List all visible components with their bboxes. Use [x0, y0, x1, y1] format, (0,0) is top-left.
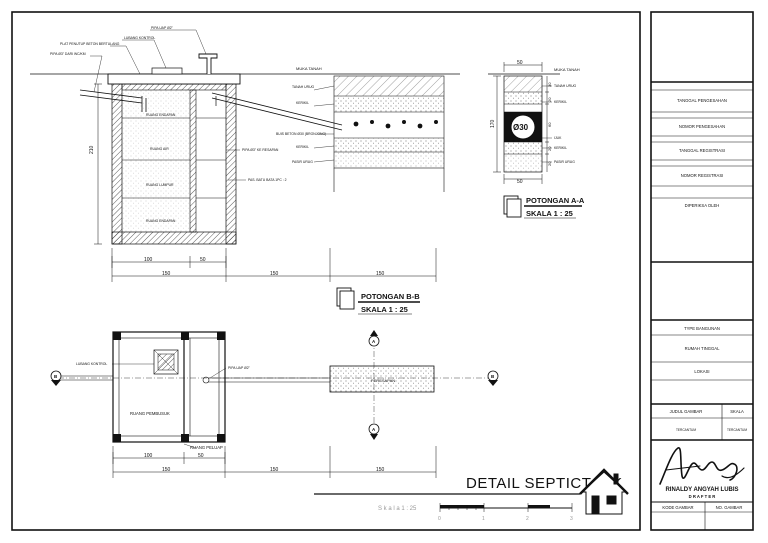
label-vent-pipe: PIPA UAP Ø2" — [151, 26, 174, 30]
drawing-title: DETAIL SEPTICTANK — [466, 475, 623, 492]
tb-tanggal-registrasi: TANGGAL REGISTRASI — [679, 148, 725, 153]
label-ground: MUKA TANAH — [296, 66, 322, 71]
label-outlet-pipe: PIPA Ø3" KE RESAPAN — [242, 148, 279, 152]
outer-border — [11, 11, 641, 531]
label-room-bottom: RUANG ENDAPAN — [146, 219, 176, 223]
label-aa-ground: MUKA TANAH — [554, 67, 580, 72]
dim-depth: 210 — [89, 145, 95, 154]
label-control-hole: LUBANG KONTROL — [124, 36, 155, 40]
tb-kode-gambar: KODE GAMBAR — [662, 505, 693, 510]
label-plan-control-hole: LUBANG KONTROL — [76, 362, 107, 366]
dim-aa-height: 170 — [490, 119, 496, 128]
label-plan-vent-pipe: PIPA UAP Ø2" — [228, 366, 251, 370]
label-gravel: KERIKIL — [296, 101, 309, 105]
dim-aa-top: 50 — [517, 60, 523, 66]
label-aa-topsoil: TANAH URUG — [554, 84, 577, 88]
dim-aa-layer-3: 60 — [547, 122, 552, 127]
label-aa-pipe: Ø30 — [513, 123, 529, 132]
section-aa — [488, 62, 582, 219]
label-topsoil: TANAH URUG — [292, 85, 315, 89]
scale-tick-2: 2 — [526, 516, 529, 522]
tb-drafter-role: D R A F T E R — [689, 494, 716, 499]
signature-icon — [659, 447, 745, 485]
dim-outer-3: 150 — [376, 271, 385, 277]
marker-b-left: B — [54, 374, 58, 379]
section-bb-labels: PIPA UAP Ø2" LUBANG KONTROL PLAT PENUTUP… — [50, 26, 420, 314]
scale-section-bb: SKALA 1 : 25 — [361, 305, 408, 314]
scale-tick-3: 3 — [570, 516, 573, 522]
tb-tanggal-pengesahan: TANGGAL PENGESAHAN — [677, 98, 727, 103]
title-block-text: TANGGAL PENGESAHAN NOMOR PENGESAHAN TANG… — [662, 98, 747, 510]
tb-nomor-registrasi: NOMOR REGISTRASI — [681, 173, 724, 178]
tb-type-value: RUMAH TINGGAL — [685, 346, 720, 351]
scale-tick-0: 0 — [438, 516, 441, 522]
label-sand: PASIR URUG — [292, 160, 313, 164]
label-plan-room-main: RUANG PEMBUSUK — [130, 411, 170, 416]
tb-diperiksa: DIPERIKSA OLEH — [685, 203, 720, 208]
dim-plan-outer-2: 150 — [270, 467, 279, 473]
dim-outer-1: 150 — [162, 271, 171, 277]
label-bronjong: BUIS BETON Ø30 (BRONJONG) — [276, 132, 326, 136]
house-icon — [579, 468, 629, 515]
label-aa-fiber: IJUK — [554, 136, 562, 140]
label-room-settle: RUANG ENDAPAN — [146, 113, 176, 117]
dim-aa-layer-5: 20 — [547, 161, 552, 166]
title-section-aa: POTONGAN A-A — [526, 196, 585, 205]
dim-plan-outer-3: 150 — [376, 467, 385, 473]
section-bb — [30, 29, 460, 315]
dim-plan-inner-1: 100 — [144, 453, 153, 459]
marker-b-right: B — [491, 374, 495, 379]
marker-a-top: A — [372, 339, 376, 344]
scale-tick-1: 1 — [482, 516, 485, 522]
tb-drafter-name: RINALDY ANGYAH LUBIS — [665, 487, 738, 493]
dim-inner-2: 50 — [200, 257, 206, 263]
dim-aa-bottom: 50 — [517, 179, 523, 185]
label-room-water: RUANG AIR — [150, 147, 169, 151]
label-aa-gravel: KERIKIL — [554, 100, 567, 104]
tb-type-bangunan: TYPE BANGUNAN — [684, 326, 720, 331]
label-gravel-2: KERIKIL — [296, 145, 309, 149]
label-brick-wall: PAS. BATU BATA 1PC : 2 — [248, 178, 287, 182]
dim-outer-2: 150 — [270, 271, 279, 277]
scale-bar-label: S k a l a 1 : 25 — [378, 506, 417, 512]
marker-a-bottom: A — [372, 427, 376, 432]
tb-judul-gambar: JUDUL GAMBAR — [670, 409, 703, 414]
plan-labels: LUBANG KONTROL PIPA UAP Ø2" RUANG PEMBUS… — [54, 339, 495, 473]
dim-aa-layer-2: 20 — [547, 97, 552, 102]
tb-no-gambar: NO. GAMBAR — [716, 505, 743, 510]
scale-section-aa: SKALA 1 : 25 — [526, 209, 573, 218]
dim-inner-1: 100 — [144, 257, 153, 263]
tb-nomor-pengesahan: NOMOR PENGESAHAN — [679, 124, 725, 129]
tb-skala: SKALA — [730, 409, 744, 414]
title-block-border — [650, 11, 754, 531]
label-plan-absorption: PERESAPAN — [371, 378, 395, 383]
label-inlet-pipe: PIPA Ø3" DARI WC/KM — [50, 52, 86, 56]
plan-view — [50, 330, 499, 478]
tb-skala-value: TERCANTUM — [727, 428, 747, 432]
tb-lokasi: LOKASI — [694, 369, 709, 374]
label-aa-sand: PASIR URUG — [554, 160, 575, 164]
label-cover-plate: PLAT PENUTUP BETON BERTULANG — [60, 42, 120, 46]
dim-plan-inner-2: 50 — [198, 453, 204, 459]
title-section-bb: POTONGAN B-B — [361, 292, 420, 301]
dim-aa-layer-4: 20 — [547, 146, 552, 151]
drawing-title-block: DETAIL SEPTICTANK S k a l a 1 : 25 0 1 2… — [314, 468, 629, 522]
label-room-mud: RUANG LUMPUR — [146, 183, 174, 187]
section-aa-labels: 50 50 170 30 20 60 20 20 Ø30 MUKA TANAH … — [490, 60, 585, 218]
tb-judul-value: TERCANTUM — [676, 428, 696, 432]
label-aa-gravel-2: KERIKIL — [554, 146, 567, 150]
dim-plan-outer-1: 150 — [162, 467, 171, 473]
dim-aa-layer-1: 30 — [547, 82, 552, 87]
title-block-grid — [651, 81, 753, 530]
label-plan-room-evap: RUANG PELUAP — [190, 445, 223, 450]
